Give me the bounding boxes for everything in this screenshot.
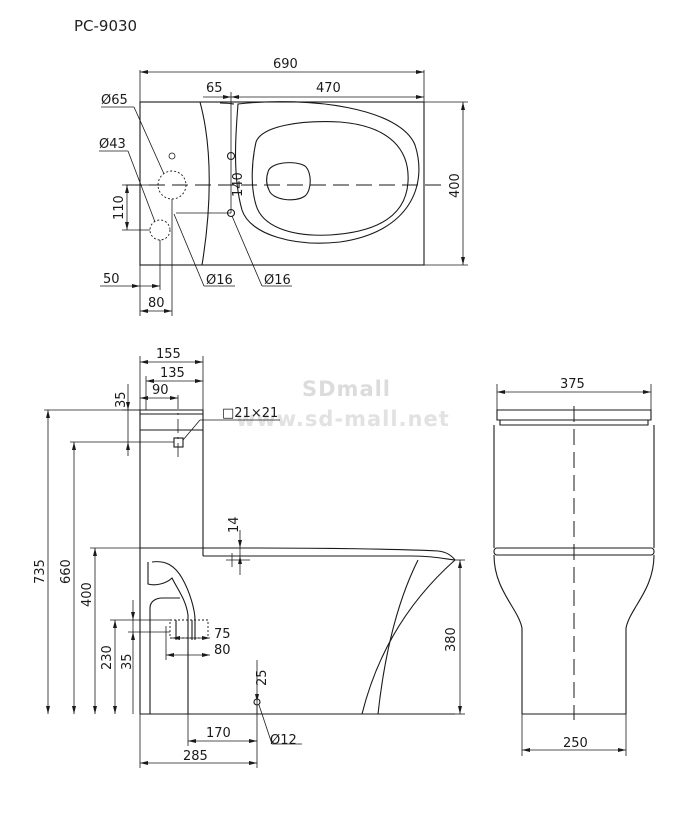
side-view: 155 135 90 35 □21×21 14 735	[33, 347, 465, 768]
dim-35-low: 35	[120, 653, 135, 670]
watermark-url: www.sd-mall.net	[236, 407, 450, 431]
seat-top	[140, 547, 456, 561]
dim-dia-65: Ø65	[101, 93, 128, 108]
dim-690: 690	[273, 57, 298, 72]
model-number: PC-9030	[74, 17, 137, 35]
dim-470: 470	[316, 81, 341, 96]
front-profile	[361, 559, 456, 715]
bowl-rim-outer	[234, 101, 420, 244]
dim-65: 65	[206, 81, 223, 96]
bowl-rim-inner	[251, 121, 409, 236]
front-view: 375 250	[493, 377, 655, 756]
dim-660: 660	[59, 559, 74, 584]
dim-380: 380	[444, 627, 459, 652]
front-bowl-left	[493, 554, 523, 714]
dim-170: 170	[206, 726, 231, 741]
water-inlet-hole	[149, 219, 171, 241]
tank-bowl-seam	[199, 101, 210, 266]
dim-400-width: 400	[448, 173, 463, 198]
dim-dia-43: Ø43	[99, 137, 126, 152]
dim-285: 285	[183, 749, 208, 764]
dim-135: 135	[160, 366, 185, 381]
dim-dia-16-right: Ø16	[264, 273, 291, 288]
front-bowl-right	[625, 554, 655, 714]
dim-dia-12: Ø12	[270, 733, 297, 748]
dim-110: 110	[112, 195, 127, 220]
dim-35-top: 35	[114, 391, 129, 408]
watermark-brand: SDmall	[302, 377, 391, 401]
dim-400-height: 400	[80, 582, 95, 607]
dim-dia-16-left: Ø16	[206, 273, 233, 288]
dim-735: 735	[33, 559, 48, 584]
dim-14: 14	[227, 516, 242, 533]
square-hole	[173, 437, 184, 448]
tank-body	[139, 414, 204, 560]
trapway	[147, 562, 189, 714]
dim-155: 155	[156, 347, 181, 362]
front-tank-lid	[496, 409, 652, 421]
dim-square-21: □21×21	[222, 406, 278, 421]
dim-50: 50	[103, 272, 120, 287]
dim-75: 75	[214, 627, 231, 642]
dim-230: 230	[100, 645, 115, 670]
bowl-drain	[266, 162, 311, 201]
dim-90: 90	[152, 383, 169, 398]
dim-140: 140	[231, 172, 246, 197]
tank-lid	[139, 409, 204, 414]
dim-250: 250	[563, 736, 588, 751]
dim-80-side: 80	[214, 643, 231, 658]
dim-80: 80	[148, 296, 165, 311]
dim-375: 375	[560, 377, 585, 392]
dim-25: 25	[255, 669, 270, 686]
top-view: 690 65 470 400 140 110 50	[99, 57, 468, 316]
